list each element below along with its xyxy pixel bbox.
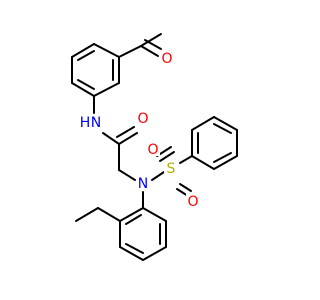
sulfur-label: S [167, 161, 176, 177]
ring3-bond-6 [142, 207, 167, 222]
bond-ethyl-1 [97, 207, 121, 222]
amide-nitrogen-label: N [91, 115, 101, 131]
bond-acetyl-carbonyl-b [144, 39, 162, 50]
ring2-bond-3 [213, 116, 238, 131]
bond-s-o-bottom-a [179, 183, 192, 192]
sulfonyl-oxygen-top-label: O [147, 142, 158, 158]
bond-n-s [151, 171, 165, 181]
ring2-bond-2 [191, 116, 215, 131]
bond-methyl [140, 33, 162, 47]
bond-acetyl-carbonyl-a [140, 45, 159, 57]
ring1-bond-4 [71, 82, 95, 97]
ring2-bond-5 [213, 155, 238, 170]
bond-s-ring [179, 155, 193, 164]
ring3-bond-3 [119, 246, 144, 261]
ring3-bond-4 [142, 246, 167, 261]
molecule-structure: O H N O N S O O [71, 33, 238, 261]
ring2-bond-5-inner [213, 152, 232, 163]
ring1-bond-5 [93, 82, 120, 97]
ring1-bond-4-inner [77, 79, 95, 90]
bond-s-o-top-b [159, 151, 175, 162]
bond-ch2-n [118, 169, 136, 181]
acetyl-oxygen-label: O [161, 51, 172, 67]
ring1-bond-2-inner [77, 50, 95, 61]
atom-labels: O H N O N S O O [80, 50, 200, 210]
sulfonamide-nitrogen-label: N [138, 176, 148, 192]
ring1-bond-1 [93, 43, 120, 58]
amide-hydrogen-label: H [80, 115, 91, 131]
ring2-bond-6 [191, 155, 215, 170]
bond-amide-co-a [118, 132, 138, 145]
amide-oxygen-label: O [137, 111, 148, 127]
ring3-bond-1 [119, 207, 144, 222]
bond-nh-carbonyl [102, 132, 120, 145]
sulfonyl-oxygen-bottom-label: O [187, 194, 198, 210]
bond-ethyl-2 [75, 207, 99, 222]
bond-amide-co-b [116, 126, 135, 138]
bond-set [71, 33, 238, 261]
ring2-bond-3-inner [213, 123, 232, 134]
ring3-bond-3-inner [125, 243, 144, 254]
ring3-bond-1-inner [125, 214, 142, 225]
bond-acetyl-ring [118, 45, 142, 58]
ring1-bond-2 [71, 43, 95, 58]
